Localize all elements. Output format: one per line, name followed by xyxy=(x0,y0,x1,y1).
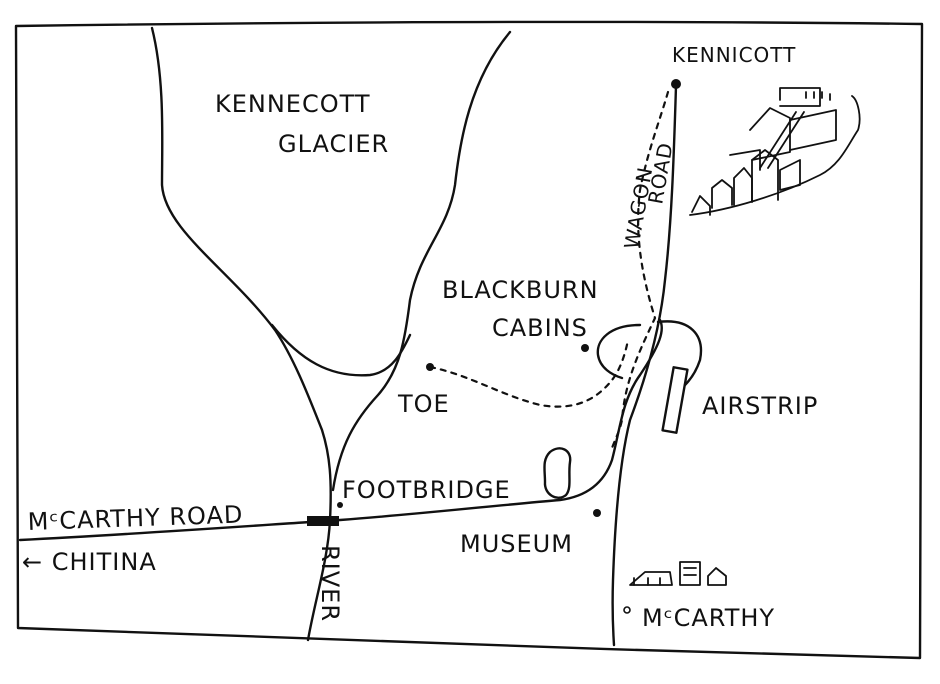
mccarthy-road-label: MᶜCARTHY ROAD xyxy=(27,500,244,536)
kennicott-label: KENNICOTT xyxy=(672,43,796,67)
cabins-loop xyxy=(596,323,642,380)
toe-point xyxy=(426,363,434,371)
kennicott-mill-illustration xyxy=(689,87,861,216)
toe-trail-dashed xyxy=(428,338,630,408)
river-label: RIVER xyxy=(316,545,344,622)
mccarthy-town-illustration xyxy=(629,561,727,586)
museum-point xyxy=(593,509,601,517)
wagon-road-dashed xyxy=(610,90,670,450)
museum-label: MUSEUM xyxy=(460,530,573,558)
glacier-toe-curve xyxy=(270,323,412,377)
mccarthy-road-line xyxy=(18,318,663,542)
mccarthy-label: MᶜCARTHY xyxy=(642,604,775,632)
airstrip xyxy=(661,366,689,434)
mccarthy-point xyxy=(623,606,631,614)
kennicott-road-line xyxy=(611,84,678,647)
pond xyxy=(543,447,572,499)
glacier-label-line1: KENNECOTT xyxy=(215,90,371,118)
glacier-right-edge xyxy=(331,30,512,492)
blackburn-label: BLACKBURN xyxy=(442,276,599,304)
airstrip-label: AIRSTRIP xyxy=(702,392,818,420)
chitina-label: ← CHITINA xyxy=(22,548,157,576)
blackburn-cabins-point xyxy=(581,344,589,352)
map-border xyxy=(14,20,924,660)
toe-label: TOE xyxy=(397,390,450,418)
glacier-left-edge xyxy=(150,26,332,642)
footbridge-marker xyxy=(307,516,339,526)
kennicott-point xyxy=(671,79,681,89)
airstrip-loop xyxy=(656,320,703,387)
footbridge-label: FOOTBRIDGE xyxy=(342,476,511,504)
glacier-label-line2: GLACIER xyxy=(278,130,389,158)
cabins-label: CABINS xyxy=(492,314,588,342)
footbridge-point xyxy=(337,502,343,508)
